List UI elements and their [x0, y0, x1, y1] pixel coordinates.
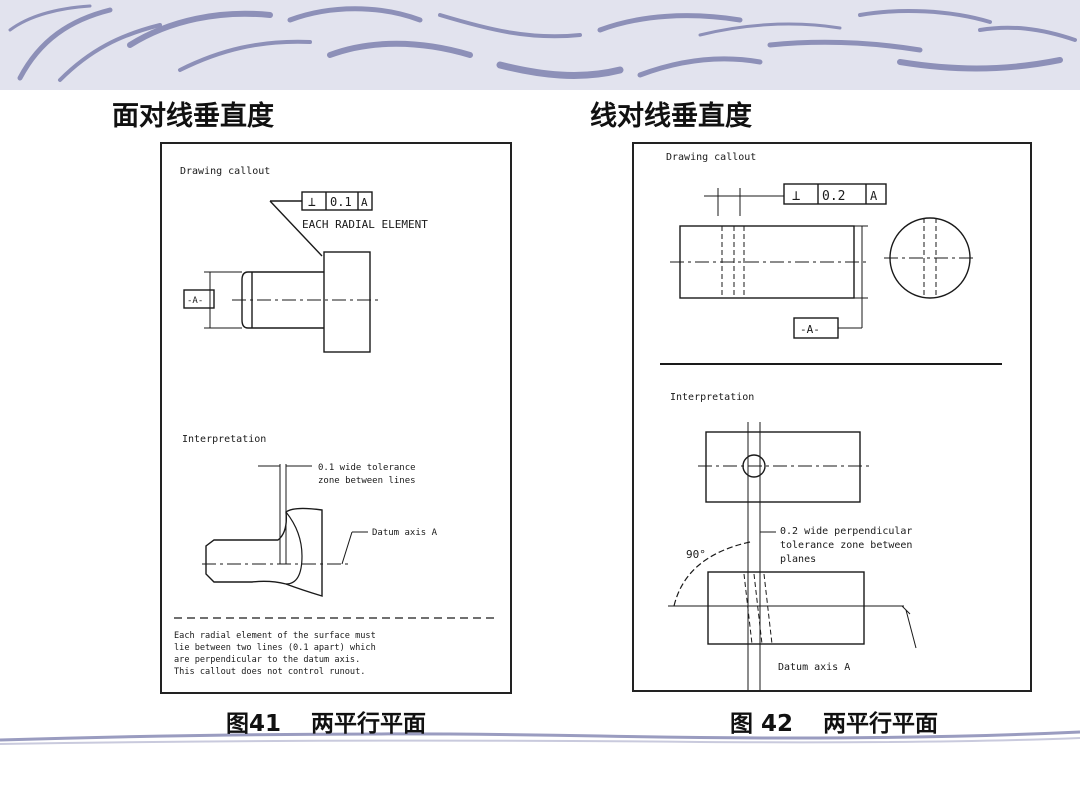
datum-feature-box	[183, 289, 215, 309]
drawing-callout-label: Drawing callout	[180, 166, 270, 177]
figure41-panel: Drawing callout ⊥ 0.1 A EACH RADIAL ELEM…	[160, 142, 512, 694]
zone-note-2: zone between lines	[318, 476, 416, 486]
note-line-4: This callout does not control runout.	[174, 667, 365, 677]
note-line-1: Each radial element of the surface must	[174, 631, 376, 641]
figure41-caption: 图41 两平行平面	[226, 704, 426, 738]
figure42-caption-text: 两平行平面	[823, 711, 939, 737]
zone-note-2: tolerance zone between	[780, 540, 912, 551]
datum-axis-label: Datum axis A	[778, 662, 850, 673]
figure42-panel: Drawing callout ⊥ 0.2 A -A- Interpretati…	[632, 142, 1032, 692]
interpretation-bottom-block	[707, 571, 865, 645]
datum-axis-label: Datum axis A	[372, 528, 438, 538]
figure42-drawing: Drawing callout ⊥ 0.2 A -A- Interpretati…	[660, 152, 1002, 690]
angle-label: 90°	[686, 548, 706, 561]
zone-note-1: 0.1 wide tolerance	[318, 463, 416, 473]
each-radial-element-label: EACH RADIAL ELEMENT	[302, 218, 428, 231]
note-line-2: lie between two lines (0.1 apart) which	[174, 643, 376, 653]
datum-reference: A	[361, 196, 368, 209]
decorative-bottom-band	[0, 730, 1080, 745]
interpretation-label: Interpretation	[670, 392, 754, 403]
tolerance-value: 0.2	[822, 189, 845, 204]
feature-control-frame	[783, 183, 887, 205]
interpretation-label: Interpretation	[182, 434, 266, 445]
figure42-caption: 图 42 两平行平面	[730, 704, 938, 738]
interpretation-top-block	[705, 431, 861, 503]
figure42-caption-number: 图 42	[730, 711, 794, 737]
figure41-caption-text: 两平行平面	[311, 711, 427, 737]
decorative-banner	[0, 0, 1080, 90]
interpretation-part	[205, 507, 323, 597]
figure41-drawing: Drawing callout ⊥ 0.1 A EACH RADIAL ELEM…	[174, 166, 498, 677]
tolerance-value: 0.1	[330, 195, 352, 209]
drawing-callout-label: Drawing callout	[666, 152, 756, 163]
perpendicularity-symbol: ⊥	[308, 195, 316, 210]
note-line-3: are perpendicular to the datum axis.	[174, 655, 360, 665]
figure41-caption-number: 图41	[226, 711, 282, 737]
datum-feature-label: -A-	[800, 323, 820, 336]
datum-feature-box	[793, 317, 839, 339]
left-slide-title: 面对线垂直度	[112, 101, 274, 132]
datum-reference: A	[870, 189, 878, 203]
zone-note-1: 0.2 wide perpendicular	[780, 526, 912, 537]
datum-feature-label: -A-	[187, 296, 203, 306]
right-slide-title: 线对线垂直度	[590, 101, 752, 132]
part-flange	[323, 251, 371, 353]
zone-note-3: planes	[780, 554, 816, 565]
perpendicularity-symbol: ⊥	[792, 188, 800, 204]
